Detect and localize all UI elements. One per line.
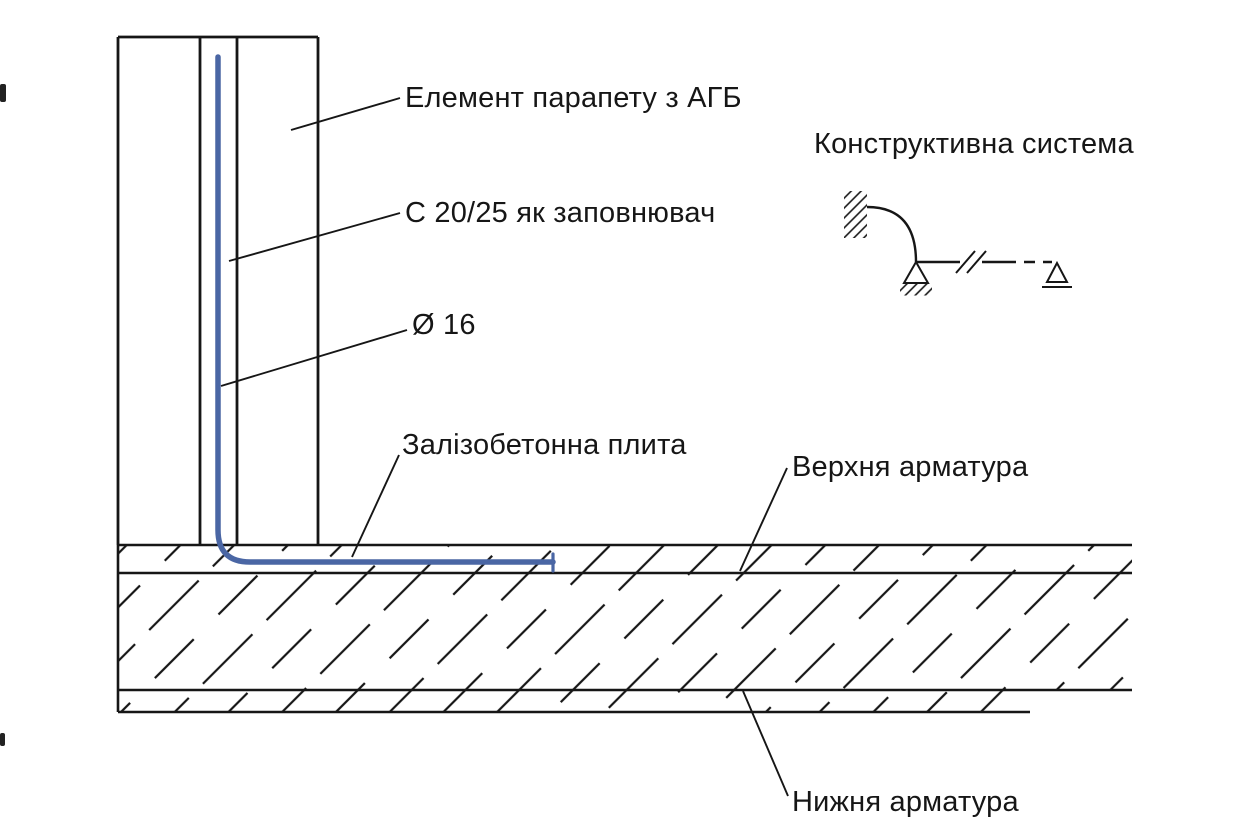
label-rebar-diameter: Ø 16 [412, 309, 476, 341]
pin-support-triangle [902, 259, 930, 284]
label-parapet-element: Елемент парапету з АГБ [405, 82, 742, 114]
edge-artifact [0, 733, 5, 746]
break-symbol [955, 250, 987, 274]
break-slash [966, 250, 987, 274]
pin-support-hatch [900, 283, 932, 296]
fixed-support-hatch [844, 191, 867, 238]
slab-outline [116, 543, 1132, 714]
edge-artifacts [0, 84, 6, 746]
label-top-reinforcement: Верхня арматура [792, 451, 1029, 483]
label-concrete-filler: С 20/25 як заповнювач [405, 197, 716, 229]
leader-parapet-element [290, 97, 401, 131]
leader-lines [220, 97, 789, 797]
scheme-arc-member [866, 205, 918, 263]
leader-top-reinforcement [739, 467, 788, 572]
structural-scheme [844, 191, 1072, 296]
leader-concrete-filler [228, 212, 401, 262]
roller-support-triangle [1045, 260, 1069, 283]
leader-bottom-reinforcement [742, 690, 789, 797]
break-slash [955, 250, 976, 274]
rebar-path [215, 54, 556, 565]
label-bottom-reinforcement: Нижня арматура [792, 786, 1019, 818]
leader-concrete-slab [351, 454, 400, 558]
slab-concrete-hatch [118, 545, 1132, 712]
rebar-bar [215, 54, 556, 573]
structural-system-title: Конструктивна система [814, 128, 1134, 160]
leader-rebar-diameter [220, 329, 408, 387]
label-concrete-slab: Залізобетонна плита [402, 429, 687, 461]
edge-artifact [0, 84, 6, 102]
